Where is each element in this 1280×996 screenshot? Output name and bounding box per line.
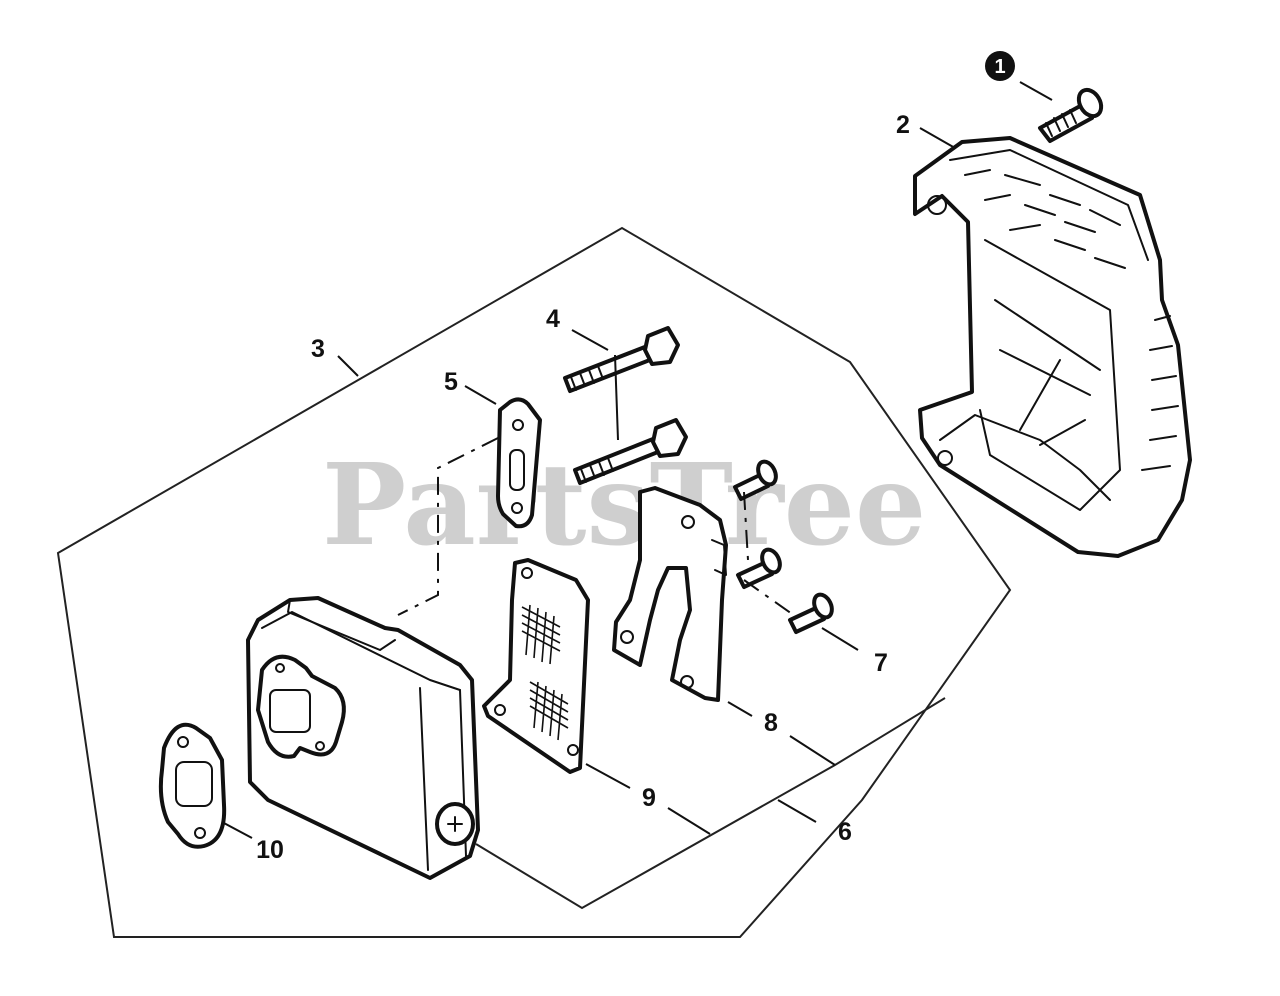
callout-1-badge (985, 51, 1015, 81)
callout-10: 10 (256, 836, 284, 864)
exhaust-gasket-part (158, 722, 227, 849)
cover-screw-part (1038, 87, 1104, 143)
callout-3: 3 (311, 335, 325, 363)
leader-9 (585, 763, 711, 835)
muffler-screen-part (482, 558, 590, 774)
callout-7: 7 (874, 649, 888, 677)
muffler-bolt-upper (563, 326, 680, 393)
leader-5 (464, 385, 497, 405)
callout-5: 5 (444, 368, 458, 396)
screen-mesh-upper (521, 604, 561, 665)
small-screw-3 (788, 592, 834, 634)
callout-4: 4 (546, 305, 560, 333)
assembly-outline-6 (475, 697, 946, 910)
callout-9: 9 (642, 784, 656, 812)
muffler-body-part (246, 596, 480, 880)
leader-4 (571, 329, 619, 441)
muffler-cover-part (913, 136, 1192, 558)
gasket-plate-part (496, 397, 542, 529)
assembly-outline-3 (56, 226, 1012, 938)
muffler-bolt-lower (573, 418, 688, 485)
callout-8: 8 (764, 709, 778, 737)
leader-2 (919, 127, 956, 149)
callout-2: 2 (896, 111, 910, 139)
assembly-line-screws (743, 491, 793, 615)
leader-8 (727, 701, 836, 766)
leader-1 (1019, 81, 1053, 101)
assembly-line-gasket (397, 437, 499, 616)
callout-6: 6 (838, 818, 852, 846)
muffler-bracket-part (612, 486, 728, 702)
callout-1: 1 (994, 56, 1005, 78)
screen-mesh-lower (529, 681, 569, 741)
leader-3 (337, 355, 359, 377)
leader-7 (821, 627, 859, 651)
leader-6 (777, 799, 817, 823)
leader-10 (221, 821, 253, 839)
